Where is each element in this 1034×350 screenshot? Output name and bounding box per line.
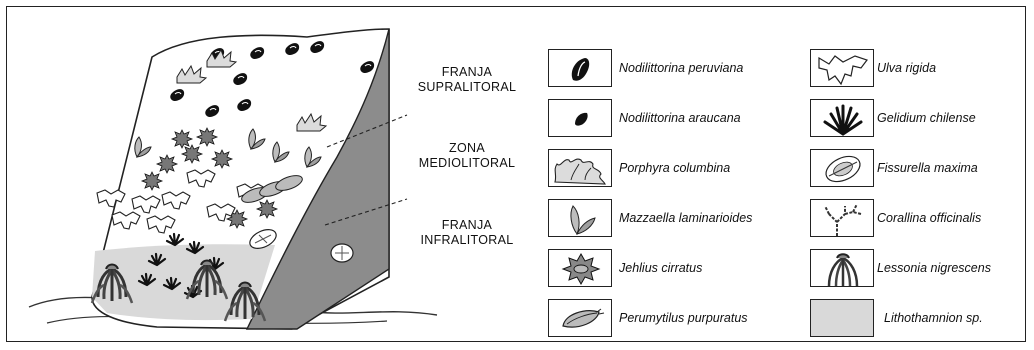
legend-swatch-corallina-officinalis [810,199,874,237]
legend-swatch-gelidium-chilense [810,99,874,137]
legend-swatch-nodilittorina-peruviana [548,49,612,87]
ruffled-algae-icon [549,150,613,188]
legend-swatch-ulva-rigida [810,49,874,87]
limpet-icon [811,150,875,188]
legend-swatch-fissurella-maxima [810,149,874,187]
zone-infralitoral-line1: FRANJA [412,218,522,233]
legend-swatch-perumytilus-purpuratus [548,299,612,337]
legend-swatch-lessonia-nigrescens [810,249,874,287]
figure-frame: FRANJA SUPRALITORAL ZONA MEDIOLITORAL FR… [6,6,1026,342]
legend-label-nodilittorina-peruviana: Nodilittorina peruviana [619,60,743,76]
kelp-icon [811,250,875,288]
legend-label-fissurella-maxima: Fissurella maxima [877,160,978,176]
legend-swatch-nodilittorina-araucana [548,99,612,137]
branching-coralline-icon [811,200,875,238]
zone-label-supralitoral: FRANJA SUPRALITORAL [412,65,522,95]
legend-label-nodilittorina-araucana: Nodilittorina araucana [619,110,741,126]
rocky-shore-illustration [7,7,547,343]
legend-label-lithothamnion: Lithothamnion sp. [884,310,983,326]
legend-label-ulva-rigida: Ulva rigida [877,60,936,76]
snail-shell-icon [549,50,613,88]
legend-label-perumytilus-purpuratus: Perumytilus purpuratus [619,310,748,326]
legend-label-mazzaella-laminarioides: Mazzaella laminarioides [619,210,752,226]
tufted-algae-icon [811,100,875,138]
legend-swatch-jehlius-cirratus [548,249,612,287]
barnacle-icon [549,250,613,288]
legend-label-lessonia-nigrescens: Lessonia nigrescens [877,260,991,276]
legend-label-jehlius-cirratus: Jehlius cirratus [619,260,702,276]
zone-label-infralitoral: FRANJA INFRALITORAL [412,218,522,248]
zone-supralitoral-line2: SUPRALITORAL [412,80,522,95]
legend-swatch-porphyra-columbina [548,149,612,187]
mussel-icon [549,300,613,338]
zone-supralitoral-line1: FRANJA [412,65,522,80]
zone-label-mediolitoral: ZONA MEDIOLITORAL [412,141,522,171]
legend-label-porphyra-columbina: Porphyra columbina [619,160,730,176]
zone-mediolitoral-line1: ZONA [412,141,522,156]
zone-mediolitoral-line2: MEDIOLITORAL [412,156,522,171]
legend-label-gelidium-chilense: Gelidium chilense [877,110,976,126]
sea-lettuce-icon [811,50,875,88]
zone-infralitoral-line2: INFRALITORAL [412,233,522,248]
blade-algae-icon [549,200,613,238]
legend-label-corallina-officinalis: Corallina officinalis [877,210,981,226]
legend-swatch-lithothamnion [810,299,874,337]
small-snail-icon [549,100,613,138]
legend-swatch-mazzaella-laminarioides [548,199,612,237]
